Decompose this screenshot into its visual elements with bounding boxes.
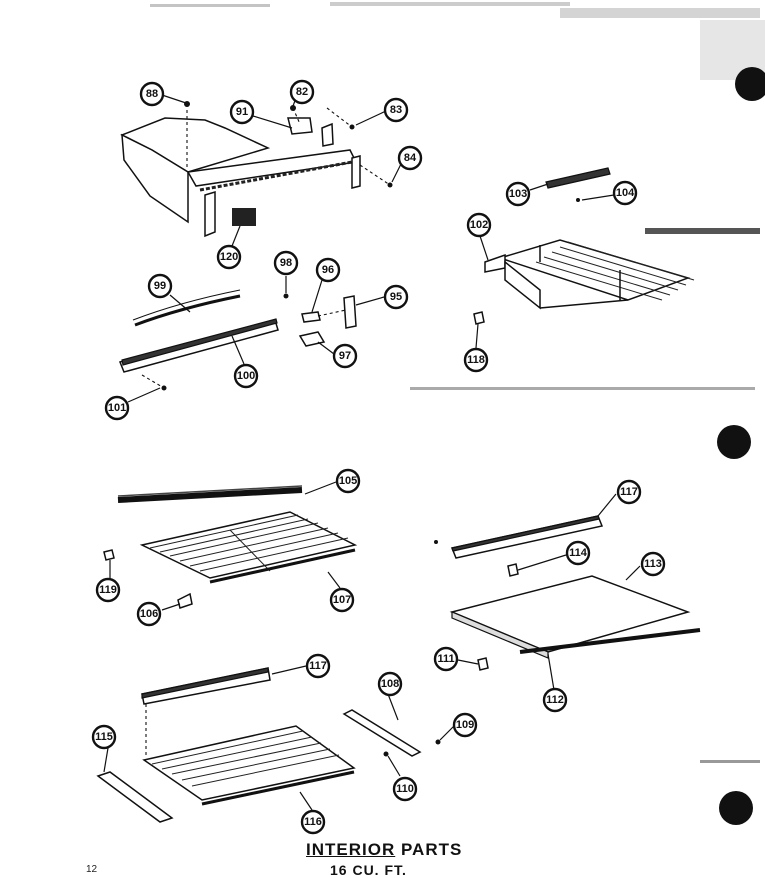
vent-grille [232,208,256,226]
svg-text:95: 95 [390,291,402,303]
callout-119: 119 [95,577,121,603]
wire-shelf-116 [96,667,441,823]
rail-bracket-assembly [118,289,357,391]
svg-text:84: 84 [404,152,417,164]
callout-102: 102 [466,212,492,238]
callout-101: 101 [104,395,130,421]
callout-120: 120 [216,244,242,270]
svg-text:83: 83 [390,104,402,116]
callout-99: 99 [147,273,173,299]
callout-100: 100 [233,363,259,389]
svg-text:112: 112 [546,694,564,706]
callout-114: 114 [565,540,591,566]
svg-text:117: 117 [309,660,327,672]
svg-text:82: 82 [296,86,308,98]
callout-83: 83 [383,97,409,123]
svg-text:108: 108 [381,678,399,690]
freezer-top-assembly [120,101,393,238]
svg-text:116: 116 [304,816,322,828]
scan-artifacts [150,2,765,825]
svg-text:109: 109 [456,719,474,731]
svg-text:102: 102 [470,219,488,231]
callout-88: 88 [139,81,165,107]
callout-106: 106 [136,601,162,627]
svg-text:104: 104 [616,187,635,199]
callout-98: 98 [273,250,299,276]
callout-95: 95 [383,284,409,310]
svg-text:110: 110 [396,783,414,795]
callout-118-top: 118 [463,347,489,373]
callout-113: 113 [640,551,666,577]
svg-text:107: 107 [333,594,351,606]
svg-text:99: 99 [154,280,166,292]
callout-103: 103 [505,181,531,207]
callout-117-bottom: 117 [305,653,331,679]
page-title: INTERIOR PARTS [306,840,462,860]
svg-text:96: 96 [322,264,334,276]
svg-text:103: 103 [509,188,527,200]
callout-115: 115 [91,724,117,750]
callout-116: 116 [300,809,326,835]
svg-text:105: 105 [339,475,357,487]
svg-text:118: 118 [467,354,485,366]
callout-110: 110 [392,776,418,802]
callout-107: 107 [329,587,355,613]
title-word-parts: PARTS [400,840,463,859]
svg-text:97: 97 [339,350,351,362]
svg-text:119: 119 [99,584,117,596]
svg-text:106: 106 [140,608,158,620]
binder-hole-middle [717,425,751,459]
svg-text:111: 111 [437,653,454,665]
callout-82: 82 [289,79,315,105]
svg-text:101: 101 [108,402,126,414]
svg-text:113: 113 [644,558,662,570]
callout-109: 109 [452,712,478,738]
ice-shelf-assembly [473,167,695,325]
callout-111: 111 [433,646,459,672]
callout-97: 97 [332,343,358,369]
svg-text:115: 115 [95,731,113,743]
callout-105: 105 [335,468,361,494]
svg-text:117: 117 [620,486,638,498]
callout-108: 108 [377,671,403,697]
page-subtitle: 16 CU. FT. [330,862,407,878]
title-word-interior: INTERIOR [306,840,396,859]
binder-hole-bottom [719,791,753,825]
page-number: 12 [86,864,98,875]
callout-112: 112 [542,687,568,713]
svg-text:100: 100 [237,370,255,382]
glass-shelf-113 [434,515,701,671]
callout-104: 104 [612,180,638,206]
callout-84: 84 [397,145,423,171]
svg-text:120: 120 [220,251,238,263]
svg-text:91: 91 [236,106,248,118]
callout-91: 91 [229,99,255,125]
binder-hole-top [735,67,765,101]
callout-96: 96 [315,257,341,283]
leader-lines [103,94,641,811]
wire-shelf-107 [103,485,358,609]
svg-text:98: 98 [280,257,292,269]
callout-117-right: 117 [616,479,642,505]
svg-text:88: 88 [146,88,158,100]
svg-text:114: 114 [569,547,588,559]
